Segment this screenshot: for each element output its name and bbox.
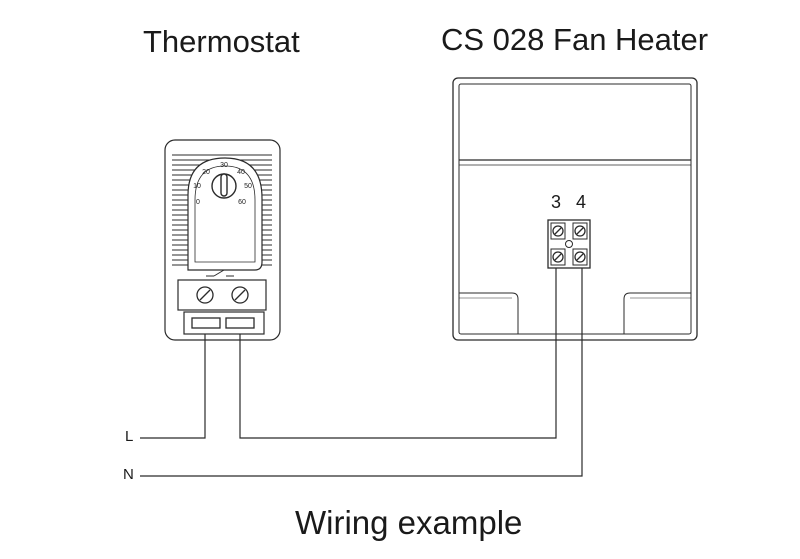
- wiring-connections: [140, 268, 583, 477]
- dial-scale-label: 60: [238, 199, 246, 206]
- wire-L: [140, 334, 206, 439]
- heater-terminal-screw-icon: [574, 251, 586, 263]
- dial-scale-label: 30: [220, 162, 228, 169]
- dial-scale-label: 20: [202, 169, 210, 176]
- terminal-label-4: 4: [576, 192, 587, 212]
- diagram-caption: Wiring example: [295, 504, 523, 541]
- line-label-N: N: [123, 466, 134, 483]
- wire-N: [140, 268, 583, 477]
- fan-heater-device: [452, 77, 698, 341]
- thermostat-dial-icon: [211, 173, 237, 199]
- dial-scale-label: 50: [244, 183, 252, 190]
- thermostat-dial-scale: 0 10 20 30 40 50 60: [193, 162, 252, 206]
- heater-terminal-screw-icon: [552, 225, 564, 237]
- dial-scale-label: 0: [196, 199, 200, 206]
- thermostat-device: [164, 139, 281, 341]
- thermostat-title: Thermostat: [143, 24, 300, 59]
- fan-heater-title: CS 028 Fan Heater: [441, 22, 709, 57]
- thermostat-terminal-screw-icon: [196, 286, 214, 304]
- terminal-label-3: 3: [551, 192, 562, 212]
- dial-scale-label: 40: [237, 169, 245, 176]
- line-label-L: L: [125, 428, 134, 445]
- wire-thermostat-to-terminal-3: [239, 268, 557, 439]
- thermostat-terminal-screw-icon: [231, 286, 249, 304]
- heater-terminal-block: [547, 219, 591, 269]
- heater-terminal-screw-icon: [574, 225, 586, 237]
- heater-terminal-screw-icon: [552, 251, 564, 263]
- switch-symbol-icon: [206, 269, 234, 277]
- dial-scale-label: 10: [193, 183, 201, 190]
